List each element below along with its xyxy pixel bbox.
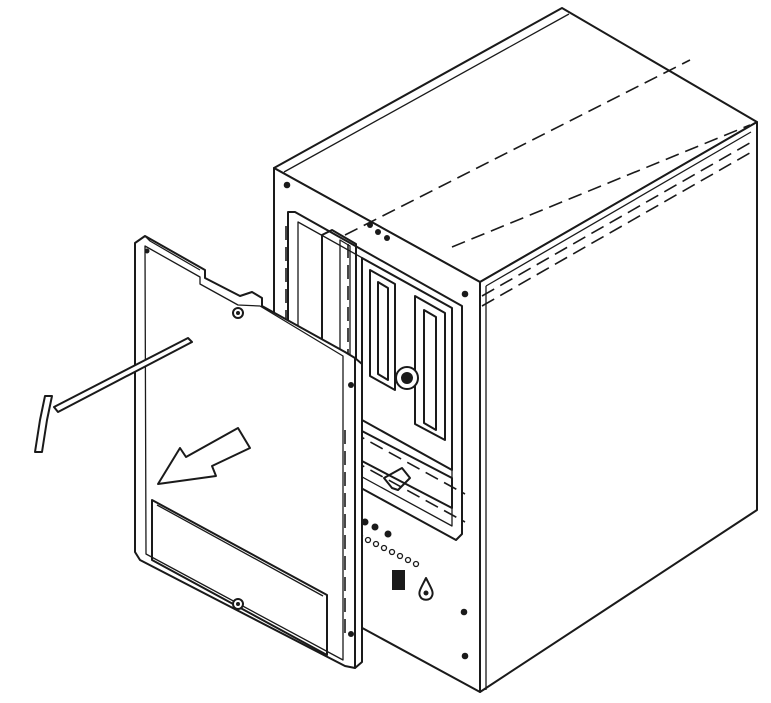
- indicator-led-3: [384, 530, 392, 538]
- status-led-6: [396, 552, 404, 560]
- top-screw-2: [375, 229, 381, 235]
- panel-label-recess-inner: [156, 504, 324, 597]
- drive-tray-handle-left: [369, 269, 396, 391]
- front-screw-top-left: [283, 181, 291, 189]
- top-right-edge-bevel: [485, 131, 752, 287]
- status-led-4: [380, 544, 388, 552]
- panel-screw-right-bottom: [348, 631, 354, 637]
- panel-screw-right-top: [348, 382, 354, 388]
- tray-release-latch: [383, 467, 411, 491]
- hex-key-handle: [34, 395, 53, 453]
- tray-lock-center: [401, 372, 413, 384]
- bay-dashed-bottom-2: [351, 459, 466, 523]
- indicator-led-2: [371, 523, 379, 531]
- panel-thumbscrew-top-center: [236, 311, 240, 315]
- status-led-5: [388, 548, 396, 556]
- front-indicators: [356, 518, 434, 601]
- side-panel-top-edge: [144, 235, 201, 271]
- power-button-icon: [418, 577, 434, 601]
- side-panel-edge: [354, 357, 363, 669]
- status-led-2: [364, 536, 372, 544]
- top-screw-1: [367, 222, 373, 228]
- status-led-3: [372, 540, 380, 548]
- top-screw-3: [384, 235, 390, 241]
- bay-dashed-bottom-1: [351, 431, 466, 495]
- panel-screw-left-top: [144, 248, 150, 254]
- side-dashed-line-mid: [481, 149, 756, 307]
- panel-label-recess: [151, 499, 328, 656]
- power-button-dot: [423, 590, 429, 596]
- drive-tray-slot-left: [377, 281, 389, 381]
- side-dashed-line-top: [481, 139, 756, 297]
- top-dashed-line-rear: [344, 59, 691, 236]
- front-screw-top-right: [461, 290, 469, 298]
- pull-arrow: [157, 427, 251, 485]
- front-screw-bottom: [461, 652, 469, 660]
- top-dashed-line-front: [451, 124, 751, 248]
- front-screw-bottom-right: [460, 608, 468, 616]
- panel-thumbscrew-bottom-center: [236, 602, 240, 606]
- side-panel-rim: [144, 245, 344, 661]
- status-led-8: [412, 560, 420, 568]
- hex-key-shaft: [53, 337, 193, 413]
- hex-key-icon: [34, 337, 193, 453]
- nas-enclosure: [273, 7, 758, 693]
- top-front-edge-bevel: [283, 13, 570, 173]
- logo-block: [392, 570, 405, 590]
- direction-arrow-icon: [157, 427, 251, 485]
- indicator-led-1: [361, 518, 369, 526]
- status-led-7: [404, 556, 412, 564]
- drive-tray-slot-right: [423, 309, 437, 431]
